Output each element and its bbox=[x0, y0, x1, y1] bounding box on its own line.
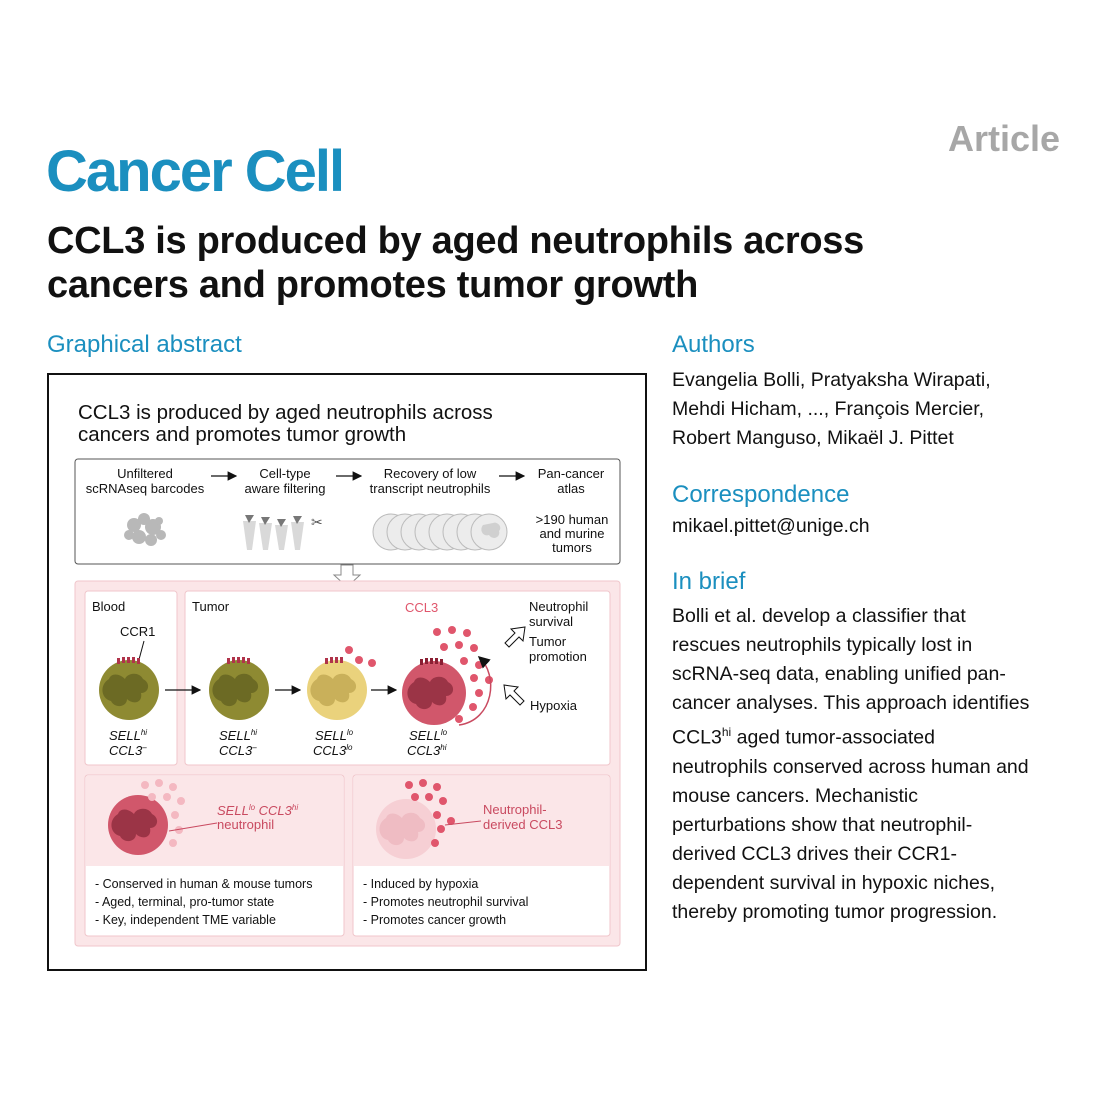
in-brief-line-7: mouse cancers. Mechanistic bbox=[672, 784, 919, 807]
in-brief-line-9: derived CCL3 drives their CCR1- bbox=[672, 842, 958, 865]
in-brief-line-8: perturbations show that neutrophil- bbox=[672, 813, 973, 836]
in-brief-text: Bolli et al. develop a classifier that r… bbox=[672, 602, 1072, 927]
atlas-count-l3: tumors bbox=[552, 540, 592, 555]
ccl3-bullet-1: - Induced by hypoxia bbox=[363, 877, 478, 891]
pipeline-step4-l1: Pan-cancer bbox=[538, 466, 605, 481]
ccl3-secretion-dots bbox=[433, 626, 493, 723]
atlas-count-l2: and murine bbox=[539, 526, 604, 541]
derived-ccl3-label-l2: derived CCL3 bbox=[483, 817, 563, 832]
aged-bullet-2: - Aged, terminal, pro-tumor state bbox=[95, 895, 274, 909]
neutrophil-blood-sellhi bbox=[99, 657, 159, 720]
in-brief-ccl3: CCL3 bbox=[672, 726, 722, 749]
authors-heading: Authors bbox=[672, 331, 755, 358]
title-line-2: cancers and promotes tumor growth bbox=[47, 264, 698, 306]
barcode-cloud-icon bbox=[124, 513, 166, 546]
title-line-1: CCL3 is produced by aged neutrophils acr… bbox=[47, 220, 864, 262]
pipeline-step1-l1: Unfiltered bbox=[117, 466, 173, 481]
in-brief-line-11: thereby promoting tumor progression. bbox=[672, 900, 998, 923]
survival-l1: Neutrophil bbox=[529, 599, 588, 614]
cell1-ccl3-label: CCL3– bbox=[109, 743, 147, 758]
article-title: CCL3 is produced by aged neutrophils acr… bbox=[47, 219, 1007, 307]
filter-funnel-icon: ✂ bbox=[243, 514, 323, 550]
cell3-ccl3-label: CCL3lo bbox=[313, 743, 353, 758]
survival-l2: survival bbox=[529, 614, 573, 629]
atlas-count-l1: >190 human bbox=[536, 512, 609, 527]
pipeline-step1-l2: scRNAseq barcodes bbox=[86, 481, 205, 496]
blood-label: Blood bbox=[92, 599, 125, 614]
neutrophil-tumor-selllo-ccl3lo bbox=[307, 646, 376, 720]
tumor-label: Tumor bbox=[192, 599, 230, 614]
in-brief-line-3: scRNA-seq data, enabling unified pan- bbox=[672, 663, 1006, 685]
survival-arrow-icon bbox=[504, 626, 526, 648]
pipeline-step3-l2: transcript neutrophils bbox=[370, 481, 491, 496]
correspondence-heading: Correspondence bbox=[672, 481, 850, 508]
in-brief-heading: In brief bbox=[672, 568, 746, 595]
hypoxia-arrow-icon bbox=[503, 684, 525, 706]
pipeline-step2-l2: aware filtering bbox=[245, 481, 326, 496]
derived-ccl3-pointer bbox=[444, 820, 482, 826]
in-brief-line-6: neutrophils conserved across human and bbox=[672, 755, 1029, 778]
pipeline-step2-l1: Cell-type bbox=[259, 466, 310, 481]
in-brief-line-4: cancer analyses. This approach identifie… bbox=[672, 692, 1030, 714]
in-brief-line-5-rest: aged tumor-associated bbox=[731, 726, 935, 749]
svg-text:✂: ✂ bbox=[311, 514, 323, 530]
authors-line-1: Evangelia Bolli, Pratyaksha Wirapati, bbox=[672, 369, 991, 391]
aged-neutrophil-label-l1: SELLlo CCL3hi bbox=[217, 803, 298, 818]
promotion-l1: Tumor bbox=[529, 634, 567, 649]
authors-line-3: Robert Manguso, Mikaël J. Pittet bbox=[672, 427, 954, 449]
aged-neutrophil-pointer bbox=[168, 822, 218, 832]
authors-list: Evangelia Bolli, Pratyaksha Wirapati, Me… bbox=[672, 366, 991, 453]
derived-ccl3-label-l1: Neutrophil- bbox=[483, 802, 547, 817]
neutrophil-tumor-sellhi bbox=[209, 657, 269, 720]
authors-line-2: Mehdi Hicham, ..., François Mercier, bbox=[672, 398, 985, 420]
cell4-ccl3-label: CCL3hi bbox=[407, 743, 447, 758]
ccl3-bullet-3: - Promotes cancer growth bbox=[363, 913, 506, 927]
aged-bullet-1: - Conserved in human & mouse tumors bbox=[95, 877, 312, 891]
derived-ccl3-icon bbox=[376, 779, 455, 859]
graphical-abstract-title: CCL3 is produced by aged neutrophils acr… bbox=[78, 402, 598, 446]
ccl3-label: CCL3 bbox=[405, 600, 438, 615]
neutrophil-tumor-selllo-ccl3hi bbox=[402, 658, 466, 725]
ga-title-line-1: CCL3 is produced by aged neutrophils acr… bbox=[78, 401, 493, 424]
in-brief-ccl3-sup: hi bbox=[721, 725, 732, 739]
cell3-sell-label: SELLlo bbox=[315, 728, 354, 743]
ccr1-label: CCR1 bbox=[120, 624, 155, 639]
hypoxia-label: Hypoxia bbox=[530, 698, 578, 713]
cell2-ccl3-label: CCL3– bbox=[219, 743, 257, 758]
in-brief-line-10: dependent survival in hypoxic niches, bbox=[672, 871, 996, 894]
in-brief-line-2: rescues neutrophils typically lost in bbox=[672, 634, 973, 656]
tumor-box bbox=[184, 590, 611, 766]
autocrine-loop-arrow bbox=[458, 655, 492, 726]
aged-bullet-3: - Key, independent TME variable bbox=[95, 913, 276, 927]
aged-neutrophil-icon bbox=[108, 779, 185, 855]
in-brief-line-1: Bolli et al. develop a classifier that bbox=[672, 605, 966, 627]
journal-name: Cancer Cell bbox=[46, 139, 345, 204]
pipeline-step3-l1: Recovery of low bbox=[384, 466, 477, 481]
article-type-label: Article bbox=[947, 118, 1060, 159]
graphical-abstract-figure: Unfiltered scRNAseq barcodes Cell-type a… bbox=[47, 373, 647, 971]
graphical-abstract-svg: Unfiltered scRNAseq barcodes Cell-type a… bbox=[74, 458, 621, 947]
promotion-l2: promotion bbox=[529, 649, 587, 664]
cell4-sell-label: SELLlo bbox=[409, 728, 448, 743]
pipeline-step4-l2: atlas bbox=[557, 481, 585, 496]
correspondence-email[interactable]: mikael.pittet@unige.ch bbox=[672, 515, 870, 537]
ccl3-bullet-2: - Promotes neutrophil survival bbox=[363, 895, 528, 909]
cell1-sell-label: SELLhi bbox=[109, 728, 147, 743]
aged-neutrophil-label-l2: neutrophil bbox=[217, 817, 274, 832]
ga-title-line-2: cancers and promotes tumor growth bbox=[78, 423, 407, 446]
cell2-sell-label: SELLhi bbox=[219, 728, 257, 743]
graphical-abstract-heading: Graphical abstract bbox=[47, 331, 242, 358]
recovered-neutrophils-icon bbox=[372, 513, 508, 551]
in-brief-line-5: CCL3hi aged tumor-associated bbox=[672, 718, 1072, 753]
